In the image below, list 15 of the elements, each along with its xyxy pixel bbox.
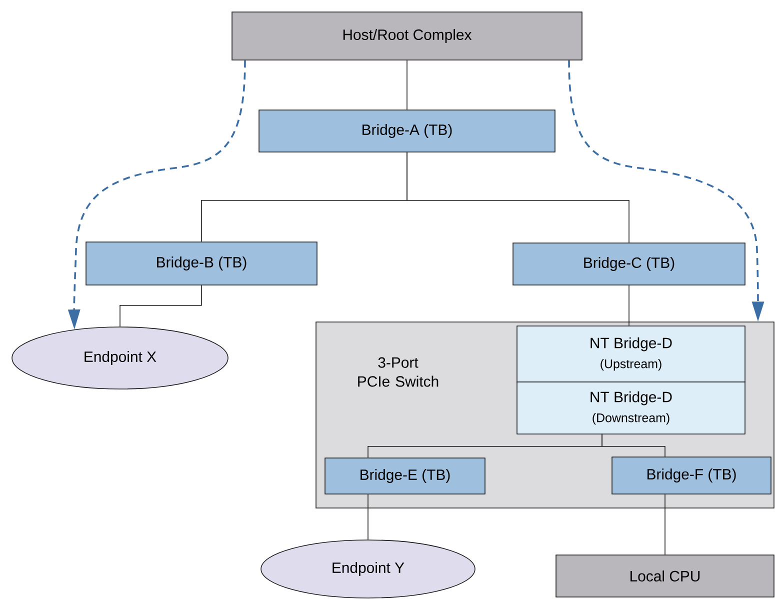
bridge-box: Bridge-F (TB) — [612, 456, 772, 494]
bridge-box: Bridge-E (TB) — [324, 458, 486, 494]
bridge-box: Bridge-B (TB) — [86, 242, 318, 286]
cpu-box: Local CPU — [556, 554, 774, 598]
nt-bridge-box: NT Bridge-D (Upstream) — [516, 326, 746, 382]
connector-line — [602, 434, 666, 457]
host-box: Host/Root Complex — [232, 12, 582, 60]
connector-line — [120, 285, 202, 327]
nt-bridge-box: NT Bridge-D (Downstream) — [516, 382, 746, 434]
bridge-box: Bridge-A (TB) — [258, 110, 556, 152]
connector-line — [664, 494, 666, 555]
connector-line — [406, 60, 408, 110]
connector-line — [406, 152, 630, 243]
connector-line — [628, 285, 630, 326]
bridge-box: Bridge-C (TB) — [512, 242, 746, 286]
